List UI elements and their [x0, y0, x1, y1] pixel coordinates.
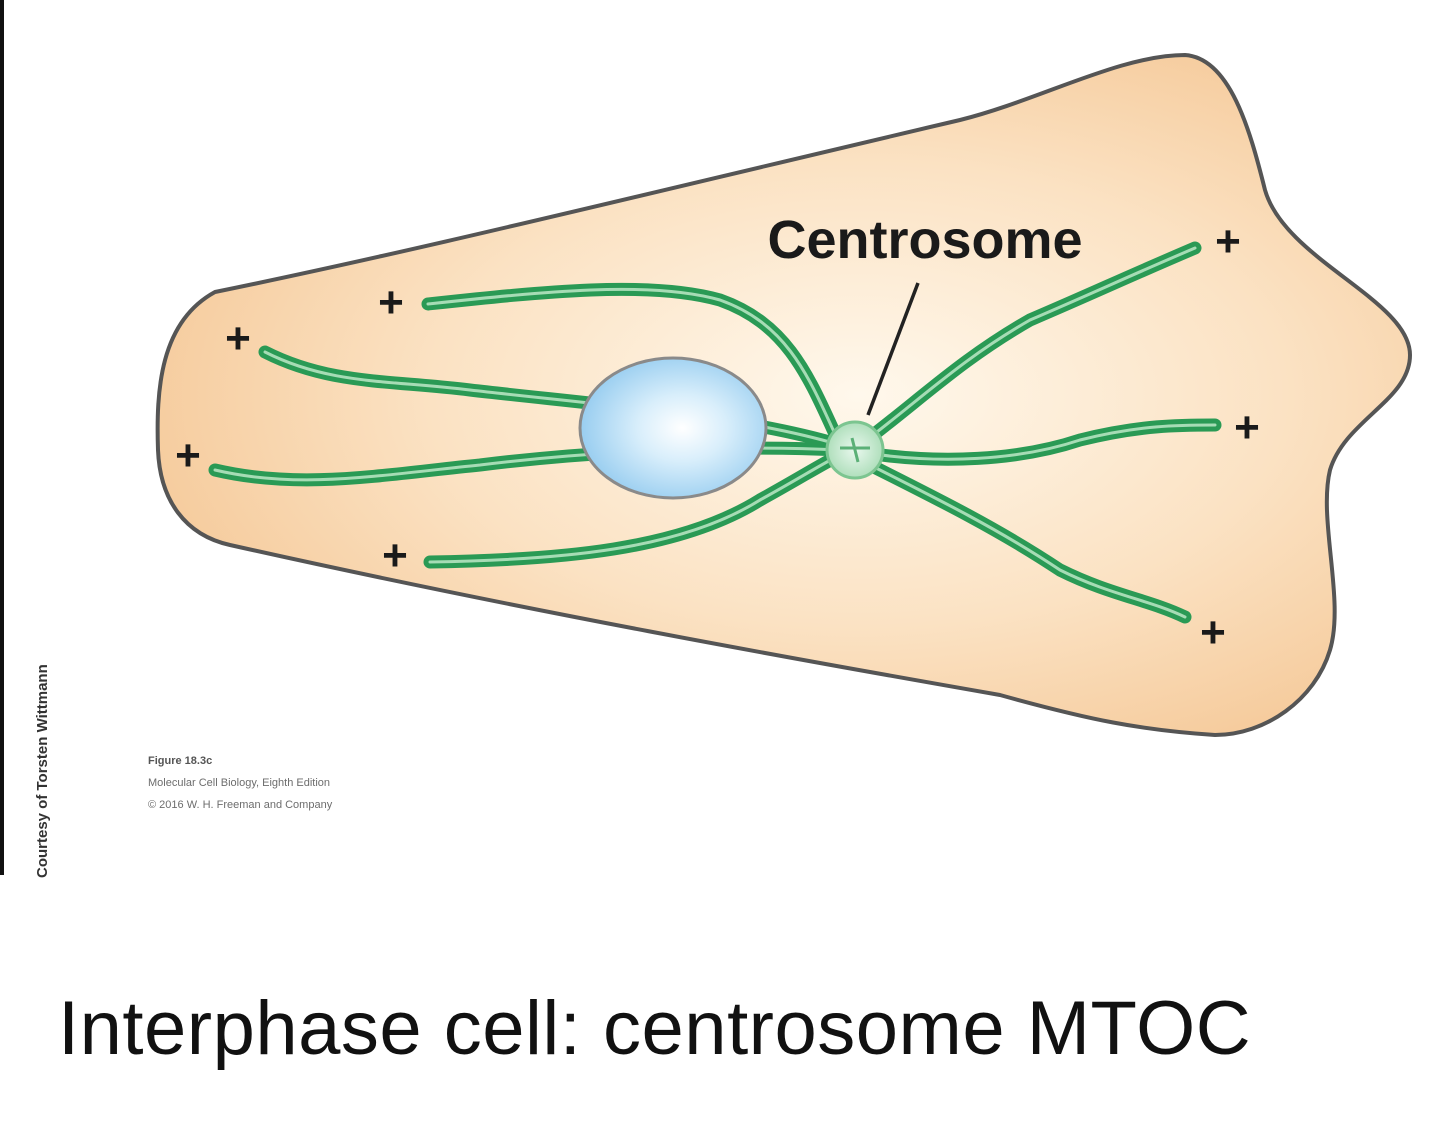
microtubule-upper-left — [421, 282, 847, 452]
copyright: © 2016 W. H. Freeman and Company — [148, 799, 333, 811]
nucleus — [578, 356, 768, 500]
microtubule-lower-right — [853, 453, 1192, 624]
figure-number: Figure 18.3c — [148, 755, 213, 767]
figure-legend: Figure 18.3c Molecular Cell Biology, Eig… — [148, 750, 332, 816]
centrosome — [825, 420, 885, 480]
microtubule-lower-left — [423, 448, 847, 569]
image-credit: Courtesy of Torsten Wittmann — [34, 664, 51, 878]
plus-end-marker: + — [225, 314, 251, 363]
left-border-rule — [0, 0, 4, 875]
book-title: Molecular Cell Biology, Eighth Edition — [148, 777, 330, 789]
plus-end-marker: + — [1215, 217, 1241, 266]
centrosome-label: Centrosome — [767, 210, 1082, 270]
plus-end-marker: + — [175, 431, 201, 480]
microtubule-right — [853, 418, 1222, 466]
plus-end-marker: + — [1234, 403, 1260, 452]
plus-end-marker: + — [378, 278, 404, 327]
plus-end-marker: + — [1200, 608, 1226, 657]
plus-end-marker: + — [382, 531, 408, 580]
plus-end-labels: + + + + + + + — [175, 217, 1260, 657]
centrosome-leader-line — [866, 282, 920, 416]
slide-caption: Interphase cell: centrosome MTOC — [58, 986, 1252, 1071]
cell-diagram: Centrosome + + + + + + + — [155, 52, 1413, 738]
microtubule-upper-right — [853, 241, 1202, 452]
